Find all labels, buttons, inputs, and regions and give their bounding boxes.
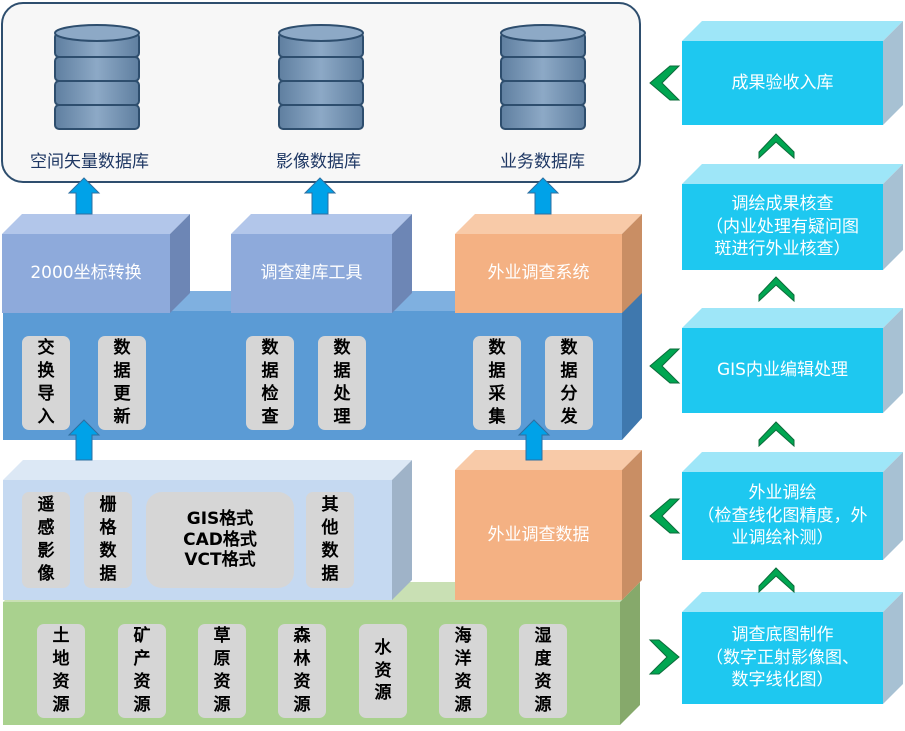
coordinate-conversion-tool: 2000坐标转换 <box>30 263 142 284</box>
arrow-up-icon <box>303 177 337 215</box>
resource-grassland: 草原资源 <box>198 624 246 718</box>
database-icon <box>54 24 140 130</box>
field-survey-data: 外业调查数据 <box>487 524 590 545</box>
format-remote-sensing: 遥感影像 <box>22 492 70 588</box>
spatial-vector-database-label: 空间矢量数据库 <box>30 152 149 172</box>
workflow-result-verification: 调绘成果核查 （内业处理有疑问图斑进行外业核查） <box>706 193 859 260</box>
function-data-check: 数据检查 <box>246 336 294 430</box>
workflow-gis-editing: GIS内业编辑处理 <box>717 360 848 381</box>
workflow-base-map-production: 调查底图制作 （数字正射影像图、数字线化图） <box>706 624 859 691</box>
arrow-up-icon <box>517 419 551 461</box>
chevron-up-icon <box>758 276 795 303</box>
arrow-up-icon <box>526 177 560 215</box>
resource-mineral: 矿产资源 <box>118 624 166 718</box>
function-data-distribution: 数据分发 <box>545 336 593 430</box>
format-raster-data: 栅格数据 <box>84 492 132 588</box>
business-database-label: 业务数据库 <box>500 152 585 172</box>
resource-humidity: 湿度资源 <box>519 624 567 718</box>
function-data-processing: 数据处理 <box>318 336 366 430</box>
chevron-up-icon <box>758 567 795 594</box>
chevron-right-icon <box>648 639 680 675</box>
function-exchange-import: 交换导入 <box>22 336 70 430</box>
field-survey-system: 外业调查系统 <box>487 263 590 284</box>
arrow-up-icon <box>67 419 101 461</box>
survey-database-tool: 调查建库工具 <box>260 263 363 284</box>
function-data-update: 数据更新 <box>98 336 146 430</box>
chevron-up-icon <box>758 421 795 448</box>
resource-land: 土地资源 <box>37 624 85 718</box>
arrow-up-icon <box>67 177 101 215</box>
chevron-up-icon <box>758 133 795 160</box>
resource-forest: 森林资源 <box>278 624 326 718</box>
image-database-label: 影像数据库 <box>276 152 361 172</box>
resource-water: 水资源 <box>359 624 407 718</box>
workflow-acceptance-storage: 成果验收入库 <box>731 72 834 93</box>
resource-ocean: 海洋资源 <box>439 624 487 718</box>
database-icon <box>500 24 586 130</box>
workflow-field-mapping: 外业调绘 （检查线化图精度，外业调绘补测） <box>697 482 868 549</box>
function-data-collection: 数据采集 <box>473 336 521 430</box>
workflow-cube-graphics <box>682 21 903 704</box>
database-icon <box>278 24 364 130</box>
format-gis-cad-vct: GIS格式 CAD格式 VCT格式 <box>146 492 294 588</box>
chevron-left-icon <box>649 498 681 534</box>
format-other-data: 其他数据 <box>306 492 354 588</box>
chevron-left-icon <box>649 348 681 384</box>
chevron-left-icon <box>649 65 681 101</box>
